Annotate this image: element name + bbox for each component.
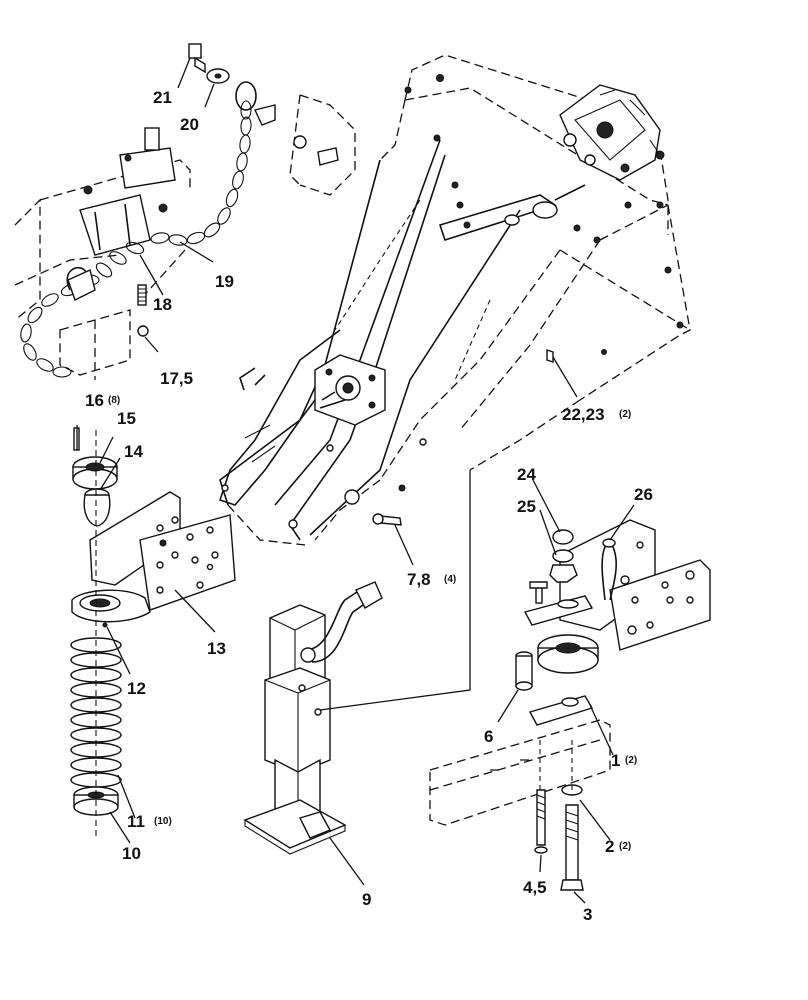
callout-2: 2 [605, 837, 614, 856]
callout-6: 6 [484, 727, 493, 746]
callout-12: 12 [127, 679, 146, 698]
callout-11: 11 [127, 812, 145, 831]
hitch-frame-outline [218, 54, 691, 546]
callout-25: 25 [517, 497, 536, 516]
callout-19: 19 [215, 272, 234, 291]
callout-16: 16 [85, 391, 104, 410]
safety-chain-assembly [14, 43, 356, 380]
callout-3: 3 [583, 905, 592, 924]
callout-21: 21 [153, 88, 172, 107]
leader-lines [76, 57, 635, 904]
chain-links-icon [20, 81, 339, 378]
callout-11-qty: (10) [154, 816, 172, 827]
callout-4-5: 4,5 [523, 878, 547, 897]
callout-22-23: 22,23 [562, 405, 605, 424]
callout-labels: 21 20 19 18 17,5 16 (8) 15 14 13 12 11 (… [85, 88, 653, 924]
callout-13: 13 [207, 639, 226, 658]
pivot-joint-icon [314, 354, 386, 426]
callout-15: 15 [117, 409, 136, 428]
callout-9: 9 [362, 890, 371, 909]
right-hitch-assembly [429, 519, 711, 891]
callout-1-qty: (2) [625, 755, 637, 766]
callout-26: 26 [634, 485, 653, 504]
callout-14: 14 [124, 442, 143, 461]
callout-10: 10 [122, 844, 141, 863]
callout-2-qty: (2) [619, 841, 631, 852]
callout-17-5: 17,5 [160, 369, 193, 388]
hitch-clevis-assembly [70, 427, 236, 838]
callout-22-23-qty: (2) [619, 409, 631, 420]
callout-7-8: 7,8 [407, 570, 431, 589]
gearbox-icon [559, 84, 665, 181]
callout-16-qty: (8) [108, 395, 120, 406]
callout-24: 24 [517, 465, 536, 484]
callout-1: 1 [611, 751, 620, 770]
callout-7-8-qty: (4) [444, 574, 456, 585]
callout-20: 20 [180, 115, 199, 134]
callout-18: 18 [153, 295, 172, 314]
jack-stand-assembly [243, 581, 383, 855]
